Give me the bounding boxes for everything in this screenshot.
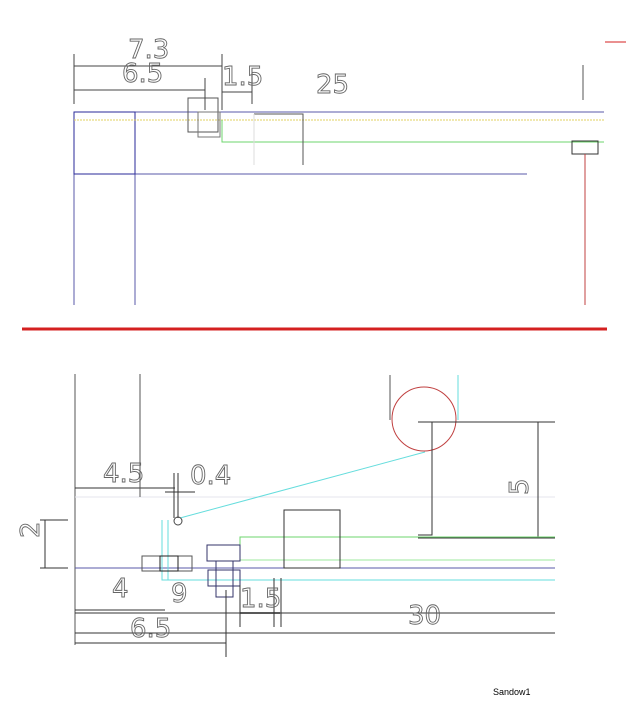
bolt-head: [206, 544, 241, 562]
dim-label-2: 2: [16, 521, 46, 538]
rope-lower: [161, 520, 555, 581]
bolt-shank: [215, 560, 234, 598]
bottom-view: [40, 374, 555, 657]
pulley-block: [571, 140, 599, 155]
clamp-plate: [141, 555, 193, 572]
clamp-block: [159, 555, 179, 572]
green-line: [221, 120, 604, 143]
dim-label-7-3: 7.3: [128, 35, 169, 65]
dim-label-30: 30: [408, 601, 441, 631]
green-line: [239, 536, 555, 560]
dim-label-4: 4: [112, 574, 129, 604]
pulley-wheel: [391, 386, 457, 452]
dim-label-4-5: 4.5: [103, 459, 144, 489]
top-view: [73, 41, 626, 305]
dim-label-0-4: 0.4: [190, 461, 231, 491]
anchor-point: [173, 516, 183, 526]
bracket-box: [187, 97, 219, 133]
hanger: [418, 422, 433, 536]
dim-label-6-5: 6.5: [122, 59, 163, 89]
block-outline: [254, 113, 304, 165]
rope-diagonal: [179, 451, 426, 519]
bracket-inner: [197, 111, 221, 138]
dim-label-1-5: 1.5: [222, 62, 263, 92]
corner-block: [73, 111, 136, 175]
drawing-label: Sandow1: [493, 687, 531, 697]
nut: [207, 569, 241, 587]
block: [283, 509, 341, 569]
dim-label-6-5: 6.5: [130, 614, 171, 644]
dim-label-9: 9: [171, 579, 188, 609]
dim-label-5: 5: [505, 478, 535, 495]
dim-label-25: 25: [316, 70, 349, 100]
dim-label-1-5: 1.5: [240, 584, 281, 614]
